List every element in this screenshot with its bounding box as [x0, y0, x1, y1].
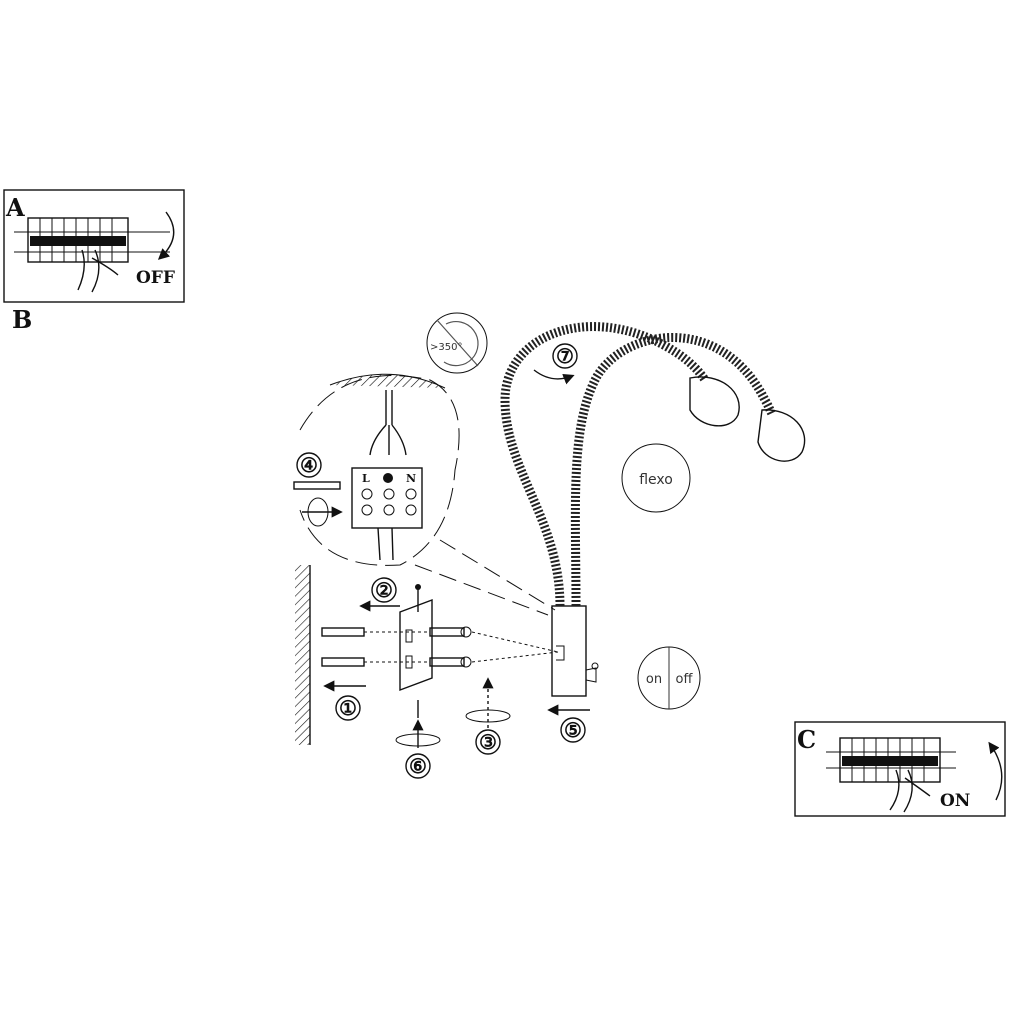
on-off-badge: on off — [637, 646, 701, 710]
lamp-head-left — [689, 376, 740, 427]
hand-icon-c — [889, 769, 931, 813]
step-3-badge — [475, 729, 501, 755]
lamp-base — [551, 605, 587, 697]
rotation-arc-icon — [443, 321, 479, 367]
panel-b-letter: B — [12, 305, 32, 334]
step-1-badge — [335, 695, 361, 721]
panel-c-caption: ON — [940, 791, 970, 811]
panel-c-breaker-on: C ON — [794, 721, 1006, 817]
step-7-label: ⑦ — [556, 344, 574, 368]
panel-a-caption: OFF — [136, 268, 175, 288]
step-6-badge — [405, 753, 431, 779]
on-label: on — [646, 672, 662, 687]
rotate-icon-6 — [395, 733, 441, 747]
wiring-detail: L N ④ — [293, 373, 460, 566]
rotate-icon-3 — [465, 709, 511, 723]
ceiling-hatch — [329, 373, 446, 389]
hand-icon-a — [77, 249, 119, 293]
off-label: off — [676, 672, 694, 687]
switch-up-arrow-icon — [988, 741, 1003, 801]
screw-upper — [429, 627, 465, 637]
screwdriver-icon — [293, 481, 341, 490]
wall-plug-lower — [321, 657, 365, 667]
terminal-block — [351, 467, 423, 529]
toggle-switch-icon — [585, 667, 597, 683]
mounting-bracket — [399, 598, 433, 692]
terminal-n: N — [406, 472, 416, 485]
panel-c-letter: C — [797, 725, 816, 754]
breaker-strip-c — [826, 737, 956, 783]
step-4-badge — [296, 452, 322, 478]
step-5-label: ⑤ — [564, 718, 582, 742]
supply-wires — [369, 390, 407, 456]
step-7-arrow-icon — [533, 369, 575, 385]
wall-plug-upper — [321, 627, 365, 637]
step-3-label: ③ — [479, 730, 497, 754]
step-7-badge — [552, 343, 578, 369]
flexo-label: flexo — [639, 472, 673, 488]
lamp-head-right — [757, 409, 806, 462]
flexo-badge: flexo — [621, 443, 691, 513]
step-6-label: ⑥ — [409, 754, 427, 778]
screw-lower — [429, 657, 465, 667]
earth-icon — [383, 473, 393, 483]
panel-a-frame — [3, 189, 185, 303]
panel-c-frame — [794, 721, 1006, 817]
rotation-badge: >350° — [426, 312, 488, 374]
switch-down-arrow-icon — [157, 211, 175, 260]
lamp-wires — [377, 527, 394, 561]
breaker-strip-a — [14, 217, 170, 263]
detail-outline — [299, 375, 460, 566]
alignment-line-lower — [471, 651, 559, 663]
step-2-label: ② — [375, 578, 393, 602]
rotation-label: >350° — [430, 342, 462, 353]
flexible-arms — [500, 322, 777, 607]
detail-leader-lines — [414, 539, 556, 616]
terminal-l: L — [362, 472, 370, 485]
alignment-line-upper — [471, 631, 559, 653]
step-4-label: ④ — [300, 453, 318, 477]
wall-plugs-and-screws — [321, 626, 472, 668]
step-5-badge — [560, 717, 586, 743]
step-1-label: ① — [339, 696, 357, 720]
panel-a-letter: A — [5, 193, 25, 222]
wall — [295, 565, 311, 745]
panel-a-breaker-off: A OFF — [3, 189, 185, 303]
terminal-screws — [361, 488, 417, 516]
step-2-badge — [371, 577, 397, 603]
